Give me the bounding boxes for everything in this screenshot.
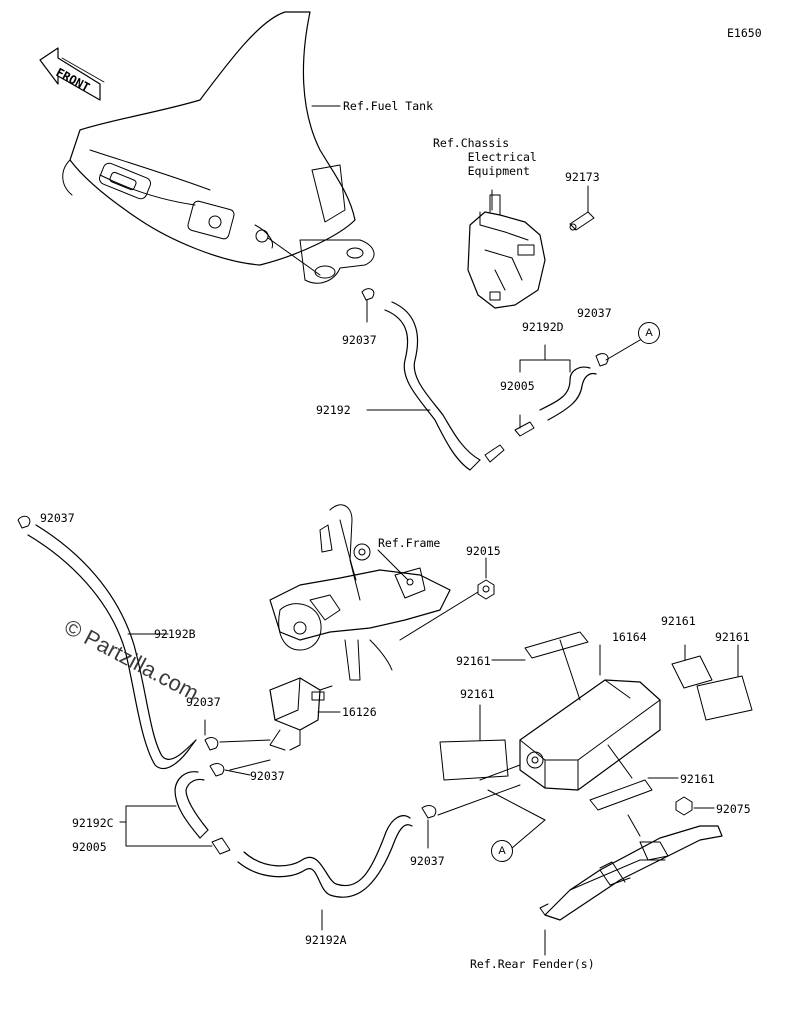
part-92173-icon xyxy=(569,211,595,231)
hose-92192-shape xyxy=(384,301,505,471)
clamp-92037-right xyxy=(595,353,609,367)
part-92192-label: 92192 xyxy=(316,403,351,417)
part-92037-left-label: 92037 xyxy=(40,511,75,525)
fitting-92005-bottom xyxy=(211,837,231,855)
clamp-92037-mid xyxy=(204,737,219,751)
ref-fuel-tank-label: Ref.Fuel Tank xyxy=(343,99,434,113)
hose-92192c-shape xyxy=(174,771,209,839)
hose-92192b-shape xyxy=(27,524,197,770)
diagram-code: E1650 xyxy=(727,26,762,40)
nut-92015-icon xyxy=(477,579,495,600)
part-92161-e-label: 92161 xyxy=(680,772,715,786)
part-92192c-label: 92192C xyxy=(72,816,114,830)
clamp-92037-left xyxy=(17,515,31,529)
part-92161-d-label: 92161 xyxy=(460,687,495,701)
part-92192a-label: 92192A xyxy=(305,933,347,947)
pad-92161-b xyxy=(671,655,713,689)
part-92192b-label: 92192B xyxy=(154,627,196,641)
frame-shape xyxy=(269,504,451,681)
front-label: FRONT xyxy=(54,65,92,94)
part-92005-top-label: 92005 xyxy=(500,379,535,393)
part-92037-mid-label: 92037 xyxy=(186,695,221,709)
part-92161-a-label: 92161 xyxy=(456,654,491,668)
pad-92161-e xyxy=(589,779,653,811)
part-92075-label: 92075 xyxy=(716,802,751,816)
part-92015-label: 92015 xyxy=(466,544,501,558)
clamp-92037-bottom xyxy=(421,805,437,819)
fitting-92005-top xyxy=(514,414,535,437)
rear-fender-bracket-shape xyxy=(539,825,723,921)
pad-92161-d xyxy=(439,739,509,781)
part-92037-top-label: 92037 xyxy=(342,333,377,347)
hose-92192a-shape xyxy=(237,815,413,898)
part-92173-label: 92173 xyxy=(565,170,600,184)
electrical-box-shape xyxy=(467,194,546,309)
fuel-tank-shape xyxy=(62,11,375,284)
part-92037-right-label: 92037 xyxy=(577,306,612,320)
part-92192d-label: 92192D xyxy=(522,320,564,334)
clamp-92037-small xyxy=(209,763,225,777)
hose-92192d-shape xyxy=(539,366,597,421)
ref-rear-fender-label: Ref.Rear Fender(s) xyxy=(470,957,595,971)
part-16126-label: 16126 xyxy=(342,705,377,719)
solenoid-16126-shape xyxy=(269,677,333,751)
pad-92161-c xyxy=(696,675,753,721)
part-92037-bottom-label: 92037 xyxy=(410,854,445,868)
part-92161-c-label: 92161 xyxy=(715,630,750,644)
canister-16164-shape xyxy=(519,679,661,791)
pad-92161-a xyxy=(524,631,589,659)
bolt-92075-icon xyxy=(675,796,693,816)
part-92037-small-label: 92037 xyxy=(250,769,285,783)
part-92161-b-label: 92161 xyxy=(661,614,696,628)
front-arrow-icon: FRONT xyxy=(39,47,105,101)
part-92005-bottom-label: 92005 xyxy=(72,840,107,854)
ref-chassis-label: Ref.Chassis Electrical Equipment xyxy=(433,136,537,178)
clamp-92037-top xyxy=(361,288,375,301)
callout-a-top: A xyxy=(638,322,660,344)
callout-a-bottom: A xyxy=(491,840,513,862)
part-16164-label: 16164 xyxy=(612,630,647,644)
ref-frame-label: Ref.Frame xyxy=(378,536,441,550)
